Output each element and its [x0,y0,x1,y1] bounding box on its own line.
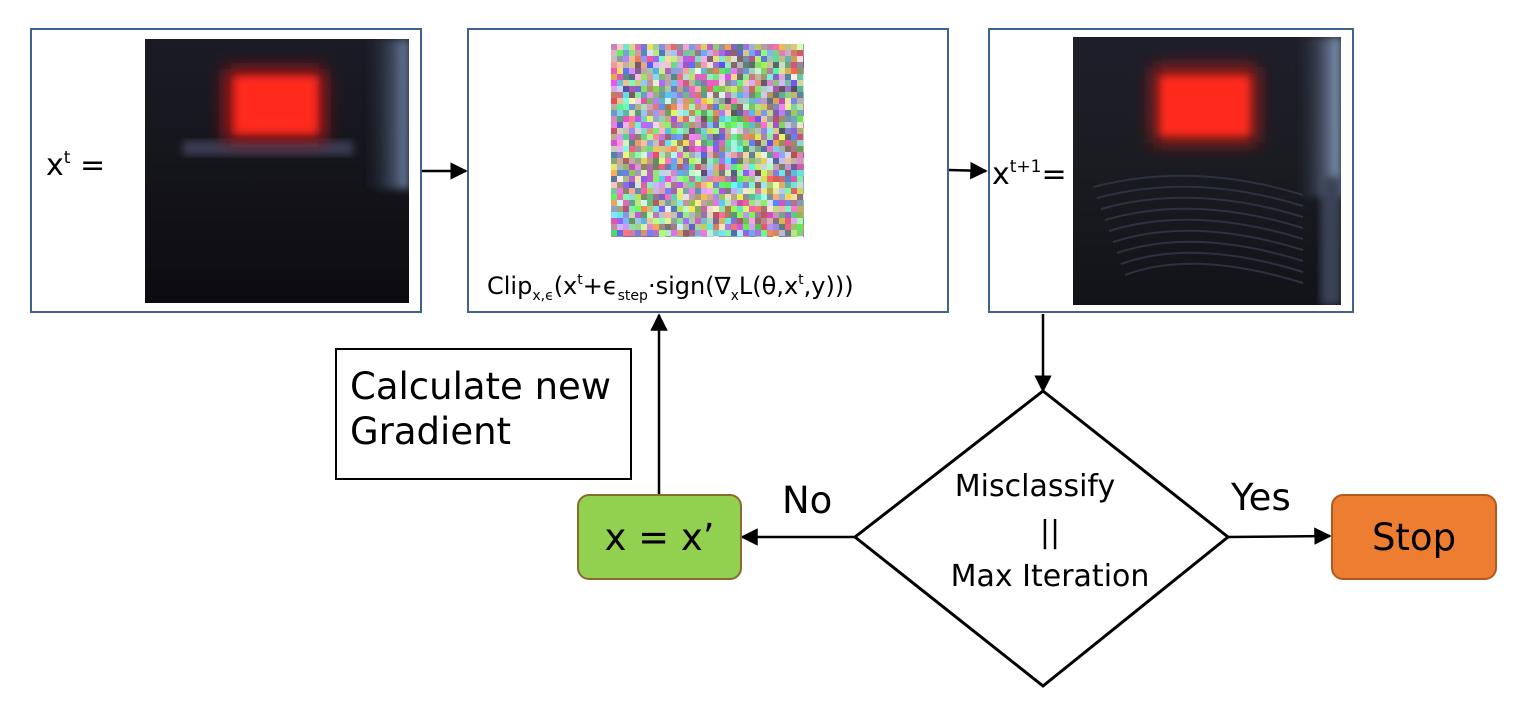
noise-image [611,44,804,237]
decision-line-3: Max Iteration [950,559,1150,594]
output-image-panel: xt+1= [988,28,1354,313]
decision-line-1: Misclassify [954,469,1116,504]
update-box-label: x = x’ [604,515,715,559]
input-image-panel: xt = [30,28,422,313]
yes-label: Yes [1231,476,1291,519]
stop-box: Stop [1331,494,1497,580]
calculate-gradient-note: Calculate new Gradient [335,348,632,480]
output-image [1073,37,1341,305]
arrow-decision-to-stop [1227,527,1332,545]
perturbation-panel: Clipx,ϵ(xt+ϵstep·sign(∇xL(θ,xt,y))) [467,28,949,313]
arrow-perturbation-to-output [948,161,988,180]
input-image-label: xt = [46,148,106,183]
decision-diamond [852,389,1231,688]
update-box: x = x’ [577,494,742,580]
decision-line-2: || [1039,515,1061,550]
output-image-label: xt+1= [992,157,1067,192]
stop-box-label: Stop [1371,515,1457,559]
clip-update-formula: Clipx,ϵ(xt+ϵstep·sign(∇xL(θ,xt,y))) [487,272,854,304]
input-image [145,39,409,303]
note-line-2: Gradient [350,410,512,454]
no-label: No [782,479,833,522]
note-line-1: Calculate new [350,365,612,408]
